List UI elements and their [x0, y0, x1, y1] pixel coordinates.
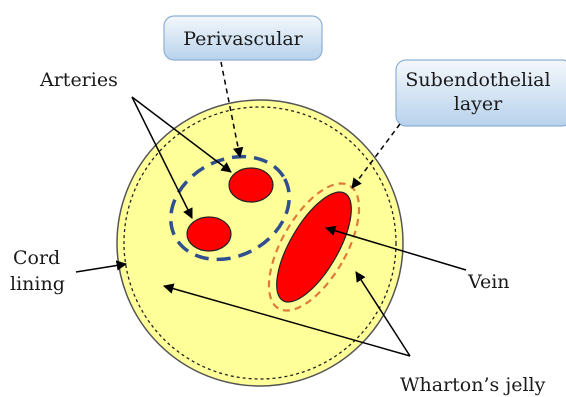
cord-lining-label-line2: lining — [10, 273, 65, 295]
cord-lining-label-line1: Cord — [13, 247, 60, 269]
arteries-label: Arteries — [39, 69, 118, 91]
cord-outer-circle — [117, 100, 403, 386]
artery-upper — [229, 168, 273, 202]
vein-label: Vein — [467, 271, 510, 293]
subendothelial-label-line2: layer — [454, 93, 503, 115]
artery-lower — [187, 217, 231, 251]
subendothelial-label-line1: Subendothelial — [405, 69, 550, 91]
whartons-jelly-label: Wharton’s jelly — [400, 374, 546, 396]
perivascular-label: Perivascular — [183, 28, 303, 50]
